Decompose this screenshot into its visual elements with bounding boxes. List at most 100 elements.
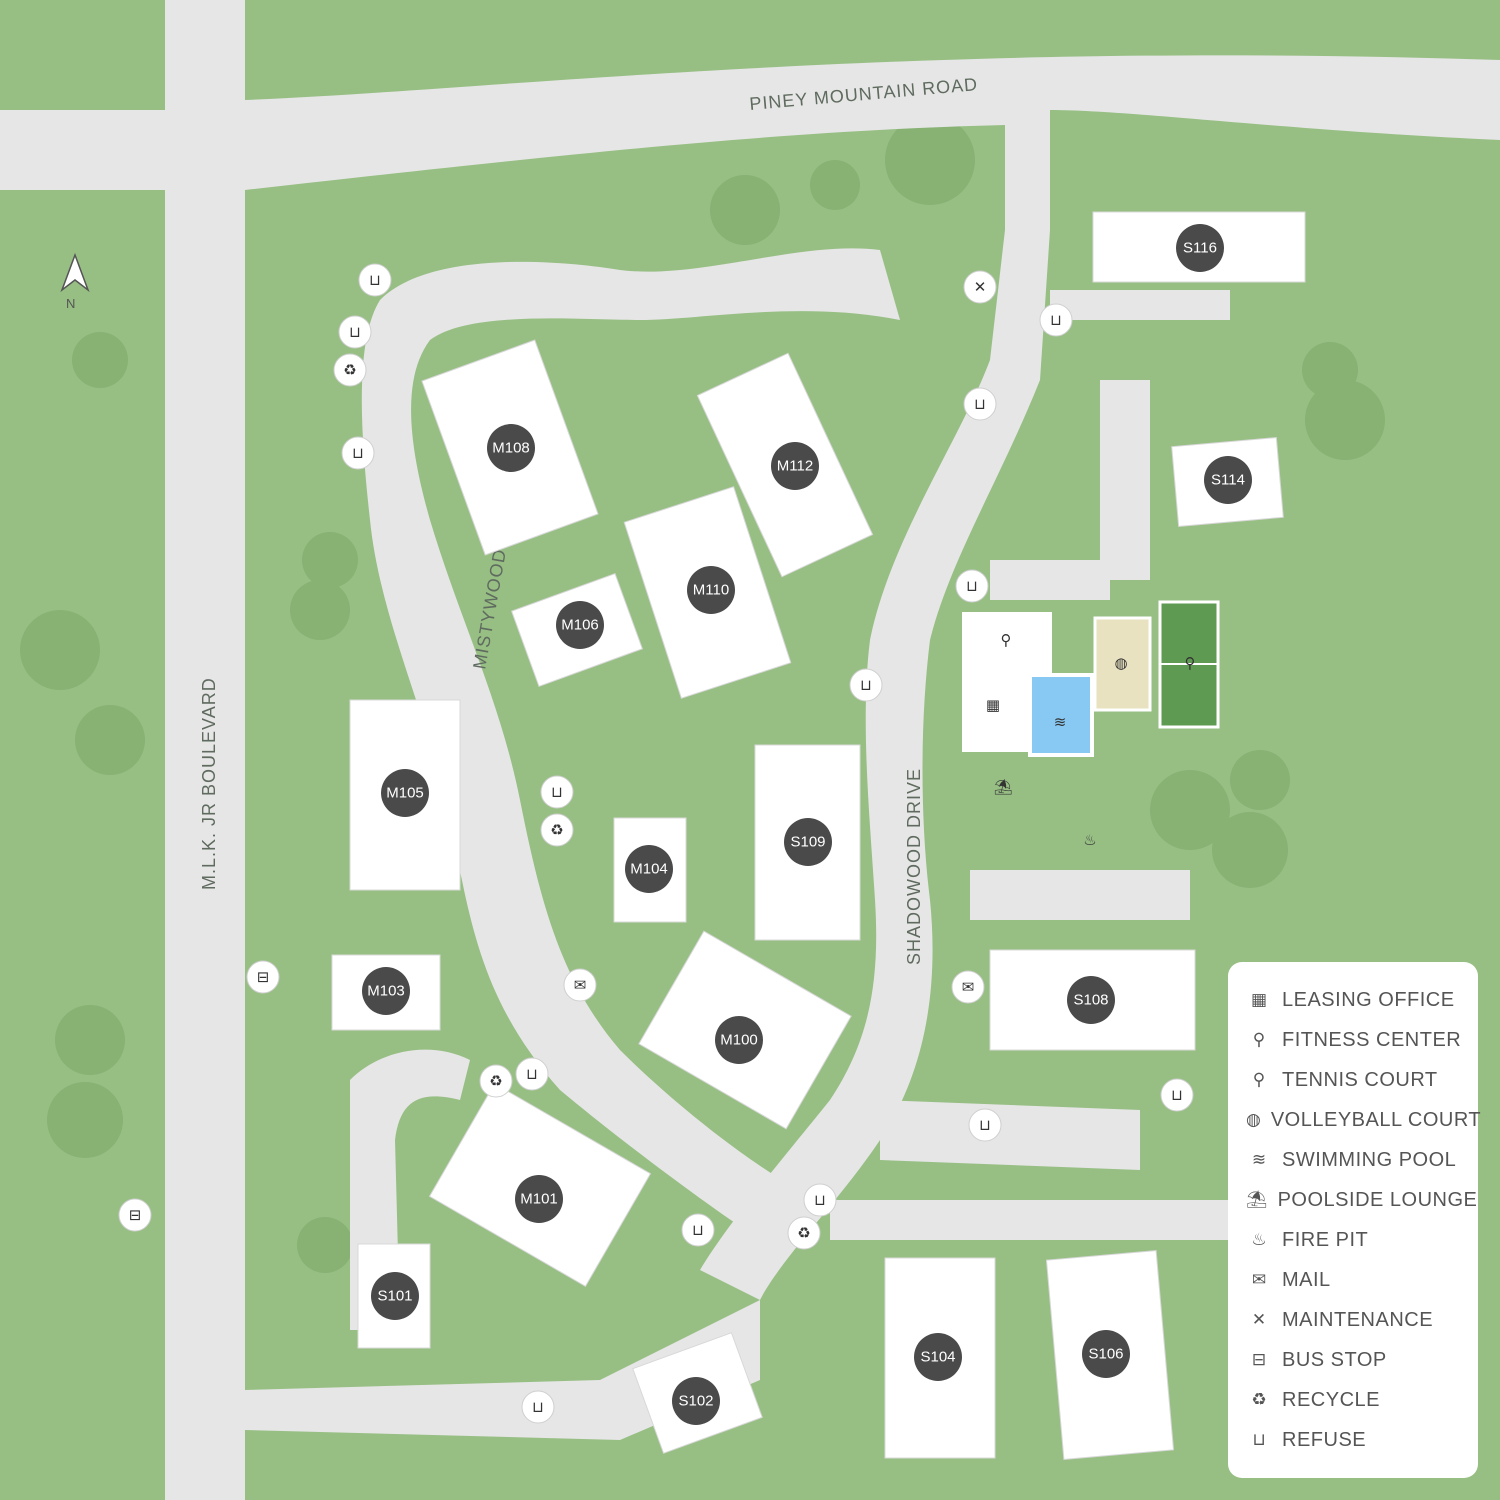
tree (302, 532, 358, 588)
refuse-icon[interactable]: ⊔ (358, 263, 392, 297)
legend-label: RECYCLE (1282, 1388, 1380, 1411)
refuse-icon[interactable]: ⊔ (540, 775, 574, 809)
icon-glyph: ⊟ (257, 968, 270, 986)
icon-glyph: ⊔ (551, 783, 563, 801)
building-label: S116 (1183, 240, 1217, 257)
legend-item-maintenance: ✕MAINTENANCE (1246, 1300, 1462, 1340)
building-s104[interactable]: S104 (884, 1257, 996, 1459)
building-m101[interactable]: M101 (428, 1083, 652, 1287)
icon-badge (849, 668, 883, 702)
building-label: M104 (630, 861, 668, 878)
building-s108[interactable]: S108 (989, 949, 1196, 1051)
icon-badge (479, 1064, 513, 1098)
recycle-icon[interactable]: ♻ (787, 1216, 821, 1250)
icon-glyph: ⊔ (966, 577, 978, 595)
icon-glyph: ⊔ (1050, 311, 1062, 329)
building-badge (672, 1377, 720, 1425)
building-s106[interactable]: S106 (1045, 1250, 1175, 1460)
legend-item-volleyball-court: ◍VOLLEYBALL COURT (1246, 1100, 1481, 1140)
refuse-icon[interactable]: ⊔ (849, 668, 883, 702)
building-badge (515, 1175, 563, 1223)
fitness-center-icon[interactable]: ⚲ (1001, 631, 1012, 649)
piney-mountain-road (0, 0, 1500, 230)
building-m103[interactable]: M103 (331, 954, 441, 1031)
icon-glyph: ◍ (1114, 654, 1127, 672)
building-m110[interactable]: M110 (623, 486, 792, 699)
building-m105[interactable]: M105 (349, 699, 461, 891)
leasing-office-icon[interactable]: ▦ (986, 696, 1000, 714)
poolside-lounge-icon[interactable]: ⛱ (993, 778, 1012, 796)
building-m106[interactable]: M106 (510, 572, 644, 688)
refuse-icon[interactable]: ⊔ (968, 1108, 1002, 1142)
refuse-icon[interactable]: ⊔ (521, 1390, 555, 1424)
tennis-court-icon[interactable]: ⚲ (1185, 654, 1196, 672)
swimming-pool[interactable] (1028, 673, 1094, 757)
icon-badge (963, 387, 997, 421)
bus-stop-icon[interactable]: ⊟ (118, 1198, 152, 1232)
refuse-icon[interactable]: ⊔ (1039, 303, 1073, 337)
building-m100[interactable]: M100 (638, 930, 852, 1130)
bus-stop-icon: ⊟ (1251, 1350, 1267, 1370)
icon-glyph: ⛱ (993, 778, 1012, 796)
building-m104[interactable]: M104 (613, 817, 687, 923)
refuse-icon[interactable]: ⊔ (515, 1057, 549, 1091)
refuse-icon: ⊔ (1252, 1430, 1266, 1450)
legend-item-leasing-office: ▦LEASING OFFICE (1246, 980, 1462, 1020)
amenity-icons-layer: ⊔⊔♻⊔✕⊔⊔⊔⊔⊔♻✉✉⊟⊟⊔♻⊔⊔♻⊔⊔⊔⚲▦≋◍⚲⛱♨ (118, 263, 1196, 1424)
fire-pit-icon: ♨ (1251, 1230, 1267, 1250)
recycle-icon[interactable]: ♻ (333, 353, 367, 387)
building-s114[interactable]: S114 (1171, 437, 1284, 527)
icon-badge (963, 270, 997, 304)
building-label: S101 (377, 1288, 412, 1305)
refuse-icon[interactable]: ⊔ (338, 315, 372, 349)
icon-badge (333, 353, 367, 387)
legend-item-bus-stop: ⊟BUS STOP (1246, 1340, 1462, 1380)
mail-icon[interactable]: ✉ (951, 970, 985, 1004)
refuse-icon[interactable]: ⊔ (963, 387, 997, 421)
volleyball-court-icon[interactable]: ◍ (1114, 654, 1127, 672)
maintenance-icon[interactable]: ✕ (963, 270, 997, 304)
refuse-icon[interactable]: ⊔ (803, 1183, 837, 1217)
building-m108[interactable]: M108 (421, 339, 599, 556)
refuse-icon[interactable]: ⊔ (955, 569, 989, 603)
shadowood-drive (700, 230, 1050, 1300)
amenity-lane (990, 560, 1110, 600)
mlk-boulevard (165, 0, 245, 1500)
icon-badge (338, 315, 372, 349)
south-parking-lane (830, 1200, 1240, 1240)
building-label: S106 (1088, 1346, 1123, 1363)
building-m112[interactable]: M112 (696, 352, 874, 578)
volleyball-court[interactable] (1093, 616, 1152, 712)
building-s109[interactable]: S109 (754, 744, 861, 941)
refuse-icon[interactable]: ⊔ (1160, 1078, 1194, 1112)
icon-badge (955, 569, 989, 603)
refuse-icon[interactable]: ⊔ (341, 436, 375, 470)
tree (885, 115, 975, 205)
tree (1150, 770, 1230, 850)
leasing-office-icon: ▦ (1250, 990, 1268, 1010)
icon-badge (521, 1390, 555, 1424)
building-badge (1204, 456, 1252, 504)
icon-glyph: ⊔ (532, 1398, 544, 1416)
icon-glyph: ⊔ (352, 444, 364, 462)
building-label: M112 (777, 458, 813, 475)
refuse-icon[interactable]: ⊔ (681, 1213, 715, 1247)
building-badge (381, 769, 429, 817)
tree (1305, 380, 1385, 460)
fire-pit-icon[interactable]: ♨ (1083, 831, 1096, 849)
mail-icon[interactable]: ✉ (563, 968, 597, 1002)
recycle-icon[interactable]: ♻ (540, 813, 574, 847)
tree (1212, 812, 1288, 888)
bus-stop-icon[interactable]: ⊟ (246, 960, 280, 994)
recycle-icon[interactable]: ♻ (479, 1064, 513, 1098)
building-label: M103 (367, 983, 405, 1000)
legend-label: VOLLEYBALL COURT (1270, 1108, 1482, 1131)
icon-glyph: ✕ (974, 278, 987, 296)
swimming-pool-icon[interactable]: ≋ (1054, 713, 1067, 731)
icon-glyph: ⊔ (349, 323, 361, 341)
icon-glyph: ✉ (574, 976, 587, 994)
building-s102[interactable]: S102 (632, 1332, 763, 1454)
building-badge (1082, 1330, 1130, 1378)
building-s101[interactable]: S101 (357, 1243, 431, 1349)
building-s116[interactable]: S116 (1092, 211, 1306, 283)
